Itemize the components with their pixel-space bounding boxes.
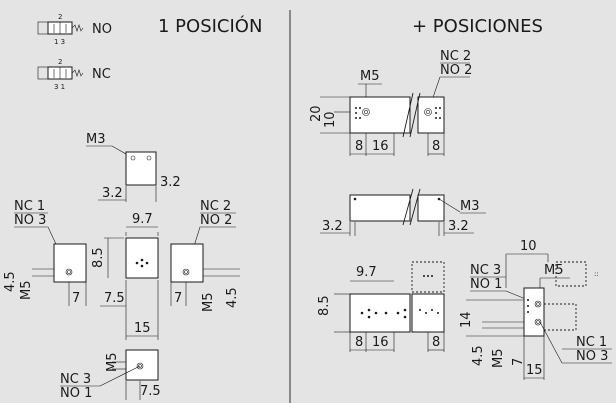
manifold-side-block: M3 3.2 3.2	[320, 188, 486, 236]
svg-text:NC 1: NC 1	[14, 199, 45, 214]
svg-text:3.2: 3.2	[102, 186, 123, 201]
svg-text:2: 2	[58, 13, 62, 21]
svg-text:::: ::	[594, 270, 599, 278]
svg-text:1 3: 1 3	[54, 38, 65, 46]
svg-text:10: 10	[520, 239, 537, 254]
svg-text:NC 2: NC 2	[440, 49, 471, 64]
svg-text:3.2: 3.2	[448, 219, 469, 234]
svg-text:8: 8	[355, 335, 363, 350]
svg-text:NC 1: NC 1	[576, 335, 607, 350]
title-multiple-positions: + POSICIONES	[412, 16, 543, 37]
svg-text:4.5: 4.5	[225, 287, 240, 308]
svg-text:7.5: 7.5	[140, 384, 161, 399]
center-dimensions: 7.5 15	[100, 280, 159, 340]
bottom-view: M5 NC 3 NO 1 7.5	[60, 349, 161, 401]
svg-text:7: 7	[174, 291, 182, 306]
manifold-front-block: 9.7 8.5 8 16 8	[317, 261, 445, 352]
title-one-position: 1 POSICIÓN	[158, 15, 262, 37]
svg-text:M3: M3	[460, 199, 480, 214]
svg-text:8: 8	[355, 139, 363, 154]
svg-text:NO 1: NO 1	[60, 386, 92, 401]
svg-text:15: 15	[134, 321, 151, 336]
svg-text:M3: M3	[86, 132, 106, 147]
svg-text:NO 2: NO 2	[200, 213, 232, 228]
left-view: NC 1 NO 3 4.5 M5 7	[3, 199, 87, 306]
svg-text:15: 15	[526, 363, 543, 378]
svg-text:NC 3: NC 3	[60, 372, 91, 387]
svg-text:10: 10	[323, 111, 338, 128]
svg-text:4.5: 4.5	[471, 345, 486, 366]
svg-text:20: 20	[309, 105, 324, 122]
svg-text:M5: M5	[360, 69, 380, 84]
svg-text:8: 8	[432, 335, 440, 350]
svg-text:3 1: 3 1	[54, 83, 65, 91]
svg-text:M5: M5	[19, 281, 34, 301]
manifold-top-block: M5 NC 2 NO 2 20 10 8 16 8	[309, 49, 472, 156]
svg-text:3.2: 3.2	[322, 219, 343, 234]
svg-text:7.5: 7.5	[104, 291, 125, 306]
symbol-label-no: NO	[92, 22, 112, 37]
svg-text:8.5: 8.5	[91, 247, 106, 268]
side-detail-view: 10 NC 3 NO 1 M5 :: 14 4.5 M5 7 15 NC 1 N…	[459, 239, 612, 380]
svg-text:16: 16	[372, 335, 389, 350]
svg-text:8: 8	[432, 139, 440, 154]
svg-text:4.5: 4.5	[3, 271, 18, 292]
right-view: NC 2 NO 2 7 M5 4.5	[170, 199, 240, 313]
svg-text:7: 7	[511, 358, 526, 366]
svg-text:NC 2: NC 2	[200, 199, 231, 214]
svg-text:NC 3: NC 3	[470, 263, 501, 278]
svg-text:NO 1: NO 1	[470, 277, 502, 292]
center-view: 9.7 8.5	[91, 212, 159, 279]
svg-text:NO 3: NO 3	[576, 349, 608, 364]
valve-symbol-no: 2 1 3 NO	[37, 13, 112, 46]
svg-text:9.7: 9.7	[132, 212, 153, 227]
svg-text:NO 2: NO 2	[440, 63, 472, 78]
symbol-label-nc: NC	[92, 67, 111, 82]
svg-text:16: 16	[372, 139, 389, 154]
svg-text:9.7: 9.7	[356, 265, 377, 280]
svg-text:M5: M5	[544, 263, 564, 278]
svg-text:NO 3: NO 3	[14, 213, 46, 228]
svg-text:14: 14	[459, 311, 474, 328]
svg-text:8.5: 8.5	[317, 295, 332, 316]
svg-text:M5: M5	[201, 293, 216, 313]
svg-text:3.2: 3.2	[160, 175, 181, 190]
valve-symbol-nc: 2 3 1 NC	[37, 58, 111, 91]
top-view: M3 3.2 3.2	[86, 132, 181, 202]
svg-text:7: 7	[72, 291, 80, 306]
svg-text:M5: M5	[491, 349, 506, 369]
svg-text:2: 2	[58, 58, 62, 66]
